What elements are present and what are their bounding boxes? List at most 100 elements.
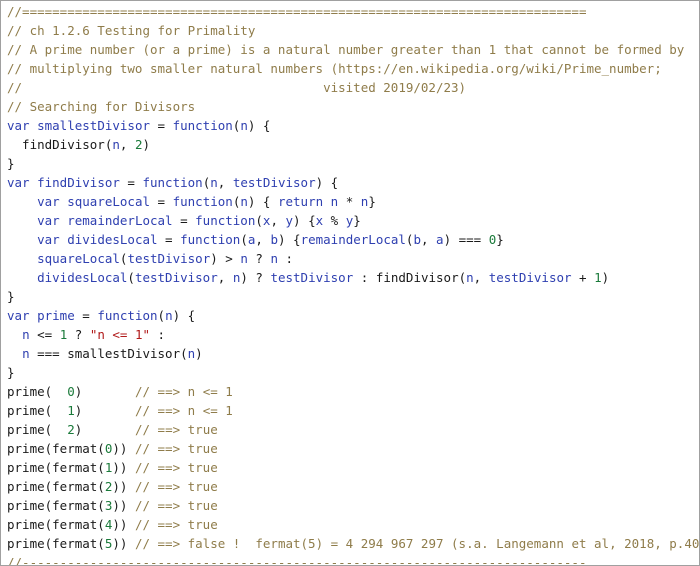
code-token-variable: b xyxy=(413,232,421,247)
code-line-18[interactable]: n <= 1 ? "n <= 1" : xyxy=(7,325,699,344)
code-token-keyword: var xyxy=(7,175,30,190)
code-line-24[interactable]: prime(fermat(0)) // ==> true xyxy=(7,439,699,458)
code-token-plain xyxy=(7,251,37,266)
code-token-plain: findDivisor( xyxy=(7,137,113,152)
code-token-number: 2 xyxy=(67,422,75,437)
code-token-plain: ) { xyxy=(277,232,301,247)
code-token-plain xyxy=(30,175,38,190)
code-token-def: squareLocal xyxy=(67,194,151,209)
code-line-13[interactable]: var dividesLocal = function(a, b) {remai… xyxy=(7,230,699,249)
code-line-4[interactable]: // multiplying two smaller natural numbe… xyxy=(7,59,699,78)
code-token-plain: ? xyxy=(247,251,271,266)
code-line-10[interactable]: var findDivisor = function(n, testDiviso… xyxy=(7,173,699,192)
code-token-plain xyxy=(7,213,37,228)
code-token-comment: // ==> n <= 1 xyxy=(134,384,233,399)
code-token-keyword: var xyxy=(37,194,60,209)
code-token-def: findDivisor xyxy=(37,175,120,190)
code-token-comment: // ==> true xyxy=(134,460,218,475)
code-token-comment: // ==> true xyxy=(134,441,218,456)
code-line-11[interactable]: var squareLocal = function(n) { return n… xyxy=(7,192,699,211)
code-token-plain: } xyxy=(496,232,504,247)
code-token-plain: ) { xyxy=(293,213,316,228)
code-token-variable: testDivisor xyxy=(488,270,572,285)
code-line-20[interactable]: } xyxy=(7,363,699,382)
code-line-2[interactable]: // ch 1.2.6 Testing for Primality xyxy=(7,21,699,40)
code-line-15[interactable]: dividesLocal(testDivisor, n) ? testDivis… xyxy=(7,268,699,287)
code-token-number: 1 xyxy=(59,327,68,342)
code-line-12[interactable]: var remainderLocal = function(x, y) {x %… xyxy=(7,211,699,230)
code-token-number: 0 xyxy=(488,232,497,247)
code-token-number: 1 xyxy=(104,460,113,475)
code-token-variable: n xyxy=(232,270,241,285)
code-token-number: 4 xyxy=(104,517,113,532)
code-token-plain: <= xyxy=(29,327,60,342)
code-line-8[interactable]: findDivisor(n, 2) xyxy=(7,135,699,154)
code-line-6[interactable]: // Searching for Divisors xyxy=(7,97,699,116)
code-line-16[interactable]: } xyxy=(7,287,699,306)
code-line-29[interactable]: prime(fermat(5)) // ==> false ! fermat(5… xyxy=(7,534,699,553)
code-token-variable: dividesLocal xyxy=(37,270,128,285)
code-token-variable: testDivisor xyxy=(127,251,211,266)
code-line-26[interactable]: prime(fermat(2)) // ==> true xyxy=(7,477,699,496)
code-token-plain: ) xyxy=(74,403,135,418)
code-token-plain: )) xyxy=(112,517,135,532)
code-line-1[interactable]: //======================================… xyxy=(7,2,699,21)
code-line-21[interactable]: prime( 0) // ==> n <= 1 xyxy=(7,382,699,401)
code-token-plain xyxy=(7,232,37,247)
code-line-5[interactable]: // visited 2019/02/23) xyxy=(7,78,699,97)
code-line-23[interactable]: prime( 2) // ==> true xyxy=(7,420,699,439)
code-token-def: n xyxy=(240,194,248,209)
code-token-keyword: return xyxy=(277,194,324,209)
code-token-def: remainderLocal xyxy=(67,213,173,228)
code-token-plain: ) { xyxy=(247,194,278,209)
code-line-28[interactable]: prime(fermat(4)) // ==> true xyxy=(7,515,699,534)
code-token-plain: prime(fermat( xyxy=(7,460,105,475)
code-token-number: 3 xyxy=(104,498,113,513)
code-token-keyword: function xyxy=(195,213,256,228)
code-token-plain: = xyxy=(74,308,98,323)
code-token-plain: ) { xyxy=(315,175,339,190)
code-token-plain xyxy=(7,194,37,209)
code-area[interactable]: //======================================… xyxy=(7,2,699,565)
code-token-keyword: function xyxy=(172,118,233,133)
code-token-def: testDivisor xyxy=(232,175,316,190)
code-token-plain: prime(fermat( xyxy=(7,441,105,456)
code-token-def: smallestDivisor xyxy=(37,118,150,133)
code-token-def: n xyxy=(210,175,218,190)
code-line-17[interactable]: var prime = function(n) { xyxy=(7,306,699,325)
code-token-plain: prime( xyxy=(7,403,68,418)
code-token-variable: n xyxy=(330,194,339,209)
code-token-variable: squareLocal xyxy=(37,251,120,266)
code-line-14[interactable]: squareLocal(testDivisor) > n ? n : xyxy=(7,249,699,268)
code-line-22[interactable]: prime( 1) // ==> n <= 1 xyxy=(7,401,699,420)
code-token-plain: ) xyxy=(601,270,610,285)
code-token-comment: // ==> true xyxy=(134,498,218,513)
code-line-19[interactable]: n === smallestDivisor(n) xyxy=(7,344,699,363)
code-token-plain: : xyxy=(150,327,166,342)
code-token-plain: ( xyxy=(157,308,166,323)
code-token-keyword: var xyxy=(7,308,30,323)
code-line-25[interactable]: prime(fermat(1)) // ==> true xyxy=(7,458,699,477)
code-token-variable: n xyxy=(240,251,248,266)
code-token-number: 2 xyxy=(104,479,113,494)
code-token-comment: // ==> true xyxy=(134,479,218,494)
code-token-plain: ? xyxy=(67,327,90,342)
code-token-number: 5 xyxy=(104,536,113,551)
code-token-plain: )) xyxy=(112,498,135,513)
code-token-plain xyxy=(30,118,38,133)
code-line-9[interactable]: } xyxy=(7,154,699,173)
code-line-30[interactable]: //--------------------------------------… xyxy=(7,553,699,565)
code-token-plain: + xyxy=(571,270,595,285)
code-token-number: 2 xyxy=(134,137,143,152)
code-token-keyword: function xyxy=(97,308,158,323)
code-line-3[interactable]: // A prime number (or a prime) is a natu… xyxy=(7,40,699,59)
code-line-27[interactable]: prime(fermat(3)) // ==> true xyxy=(7,496,699,515)
code-token-variable: n xyxy=(466,270,474,285)
code-token-comment: // ==> n <= 1 xyxy=(134,403,233,418)
code-token-variable: n xyxy=(22,346,30,361)
code-line-7[interactable]: var smallestDivisor = function(n) { xyxy=(7,116,699,135)
code-token-plain: } xyxy=(353,213,361,228)
code-token-plain: } xyxy=(7,156,15,171)
code-token-plain: ) xyxy=(195,346,203,361)
